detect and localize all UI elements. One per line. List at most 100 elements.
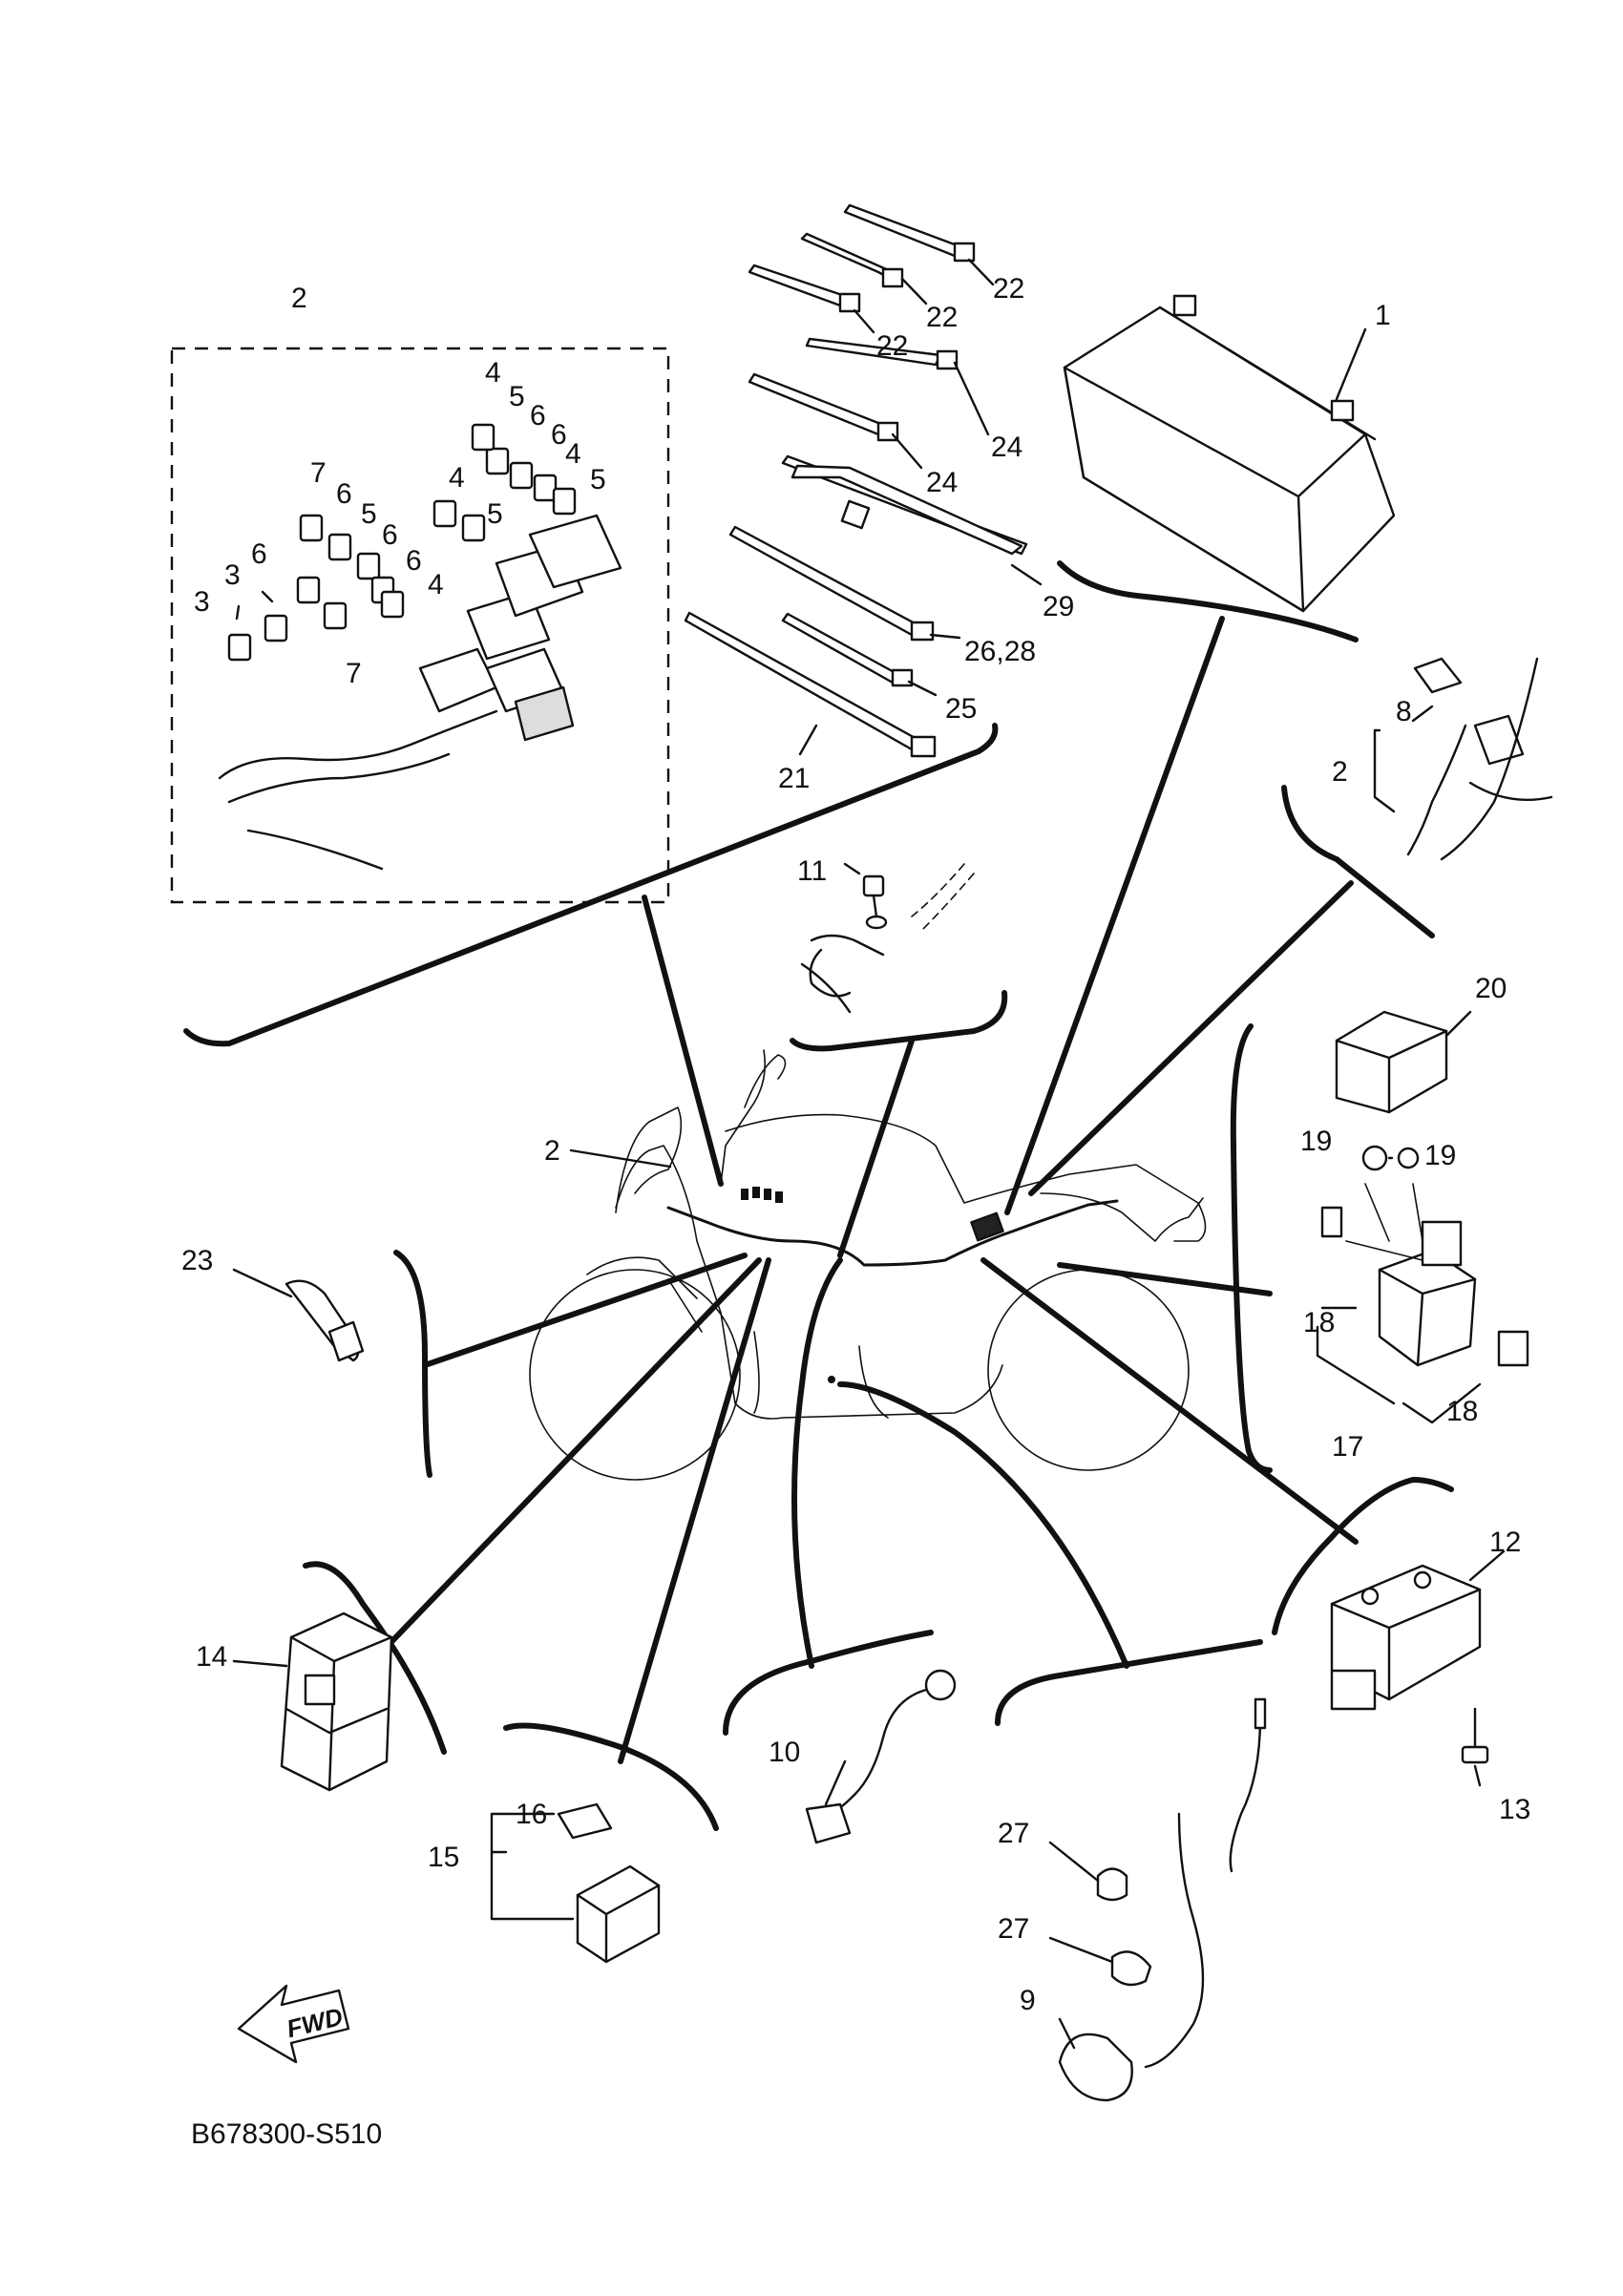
callout-labels: 1 2 2 2 3 3 4 4 4 4 5 5 5 5 6 6 6 6 6 6 … xyxy=(181,273,1530,2150)
boundary-starter xyxy=(1230,1023,1273,1473)
harness-connector xyxy=(970,1211,1004,1242)
clamp-23 xyxy=(285,1279,365,1362)
starter-relay-group xyxy=(1316,1010,1529,1424)
callout-4d: 4 xyxy=(428,569,444,600)
boundary-23 xyxy=(393,1250,432,1478)
callout-8: 8 xyxy=(1396,696,1412,727)
callout-15: 15 xyxy=(428,1842,459,1873)
wire-harness xyxy=(666,1199,1119,1267)
callout-4b: 4 xyxy=(565,438,581,470)
callout-1: 1 xyxy=(1375,300,1391,331)
fender xyxy=(586,1256,703,1333)
callout-6d: 6 xyxy=(382,519,398,551)
rear-wheel xyxy=(987,1269,1190,1471)
leader-ground xyxy=(837,1038,915,1258)
boundary-15 xyxy=(503,1722,719,1831)
callout-4c: 4 xyxy=(449,462,465,494)
clip-27b xyxy=(1110,1950,1152,1987)
clip-27a xyxy=(1096,1867,1128,1902)
callout-lines xyxy=(232,258,1506,2050)
leader-15 xyxy=(618,1257,771,1764)
boundary-battery xyxy=(1057,560,1359,642)
callout-5d: 5 xyxy=(361,498,377,530)
leader-12 xyxy=(980,1257,1359,1545)
leader-relay-kit xyxy=(642,895,724,1187)
callout-24a: 24 xyxy=(991,432,1022,463)
callout-9: 9 xyxy=(1020,1985,1036,2016)
windscreen xyxy=(720,1049,787,1185)
callout-6b: 6 xyxy=(551,419,567,451)
callout-4a: 4 xyxy=(485,357,501,389)
relay-14 xyxy=(280,1611,393,1792)
cap-16 xyxy=(557,1802,613,1840)
engine xyxy=(753,1331,889,1419)
callout-3a: 3 xyxy=(194,586,210,618)
callout-19a: 19 xyxy=(1300,1126,1332,1157)
callout-22b: 22 xyxy=(926,302,958,333)
callout-18a: 18 xyxy=(1303,1307,1335,1338)
cable-ties-group xyxy=(684,203,1028,758)
callout-16: 16 xyxy=(516,1799,547,1830)
callout-14: 14 xyxy=(196,1641,227,1673)
group-boundaries xyxy=(183,560,1454,1831)
callout-24b: 24 xyxy=(926,467,958,498)
callout-23: 23 xyxy=(181,1245,213,1276)
sensor-point xyxy=(828,1376,835,1383)
relay-kit-group xyxy=(170,347,670,904)
callout-22c: 22 xyxy=(876,330,908,362)
leader-10 xyxy=(791,1257,843,1669)
boundary-side xyxy=(1281,785,1435,938)
callout-7b: 7 xyxy=(346,658,362,689)
boundary-10 xyxy=(723,1630,934,1736)
fwd-arrow: FWD xyxy=(237,1984,350,2064)
tie-25 xyxy=(781,612,914,687)
bolt-19a xyxy=(1361,1145,1388,1171)
tie-24b xyxy=(748,372,899,442)
leader-battery xyxy=(1004,616,1225,1215)
tail xyxy=(1040,1192,1204,1242)
callout-2-main: 2 xyxy=(544,1135,560,1167)
callout-13: 13 xyxy=(1499,1794,1530,1825)
tie-21 xyxy=(684,611,937,758)
leader-side xyxy=(1028,880,1354,1196)
tie-24a xyxy=(805,337,959,370)
callout-6f: 6 xyxy=(251,538,267,570)
leader-9 xyxy=(837,1381,1129,1669)
callout-29: 29 xyxy=(1043,591,1074,622)
tie-22b xyxy=(800,232,904,288)
callout-2-side: 2 xyxy=(1332,756,1348,788)
callout-5b: 5 xyxy=(590,464,606,495)
tie-29 xyxy=(781,454,1028,556)
callout-2-kit: 2 xyxy=(291,283,307,314)
ground-bolt xyxy=(800,863,975,1014)
fuse-18a xyxy=(1320,1206,1343,1238)
frame-upper xyxy=(725,1113,1207,1242)
callout-6c: 6 xyxy=(336,478,352,510)
relay-cover-20 xyxy=(1335,1010,1448,1114)
frame-lower xyxy=(615,1145,1003,1420)
leader-23 xyxy=(422,1253,748,1368)
callout-17: 17 xyxy=(1332,1431,1363,1463)
front-wheel xyxy=(529,1269,741,1481)
callout-27a: 27 xyxy=(998,1818,1029,1849)
callout-21: 21 xyxy=(778,763,810,794)
callout-5c: 5 xyxy=(487,498,503,530)
callout-19b: 19 xyxy=(1424,1140,1456,1171)
relay-terminal xyxy=(1421,1220,1463,1267)
bolt-19b xyxy=(1397,1147,1420,1169)
relay-cluster-on-bike xyxy=(741,1187,783,1203)
callout-18b: 18 xyxy=(1446,1396,1478,1427)
fuse-holder-detail xyxy=(1406,657,1553,861)
callout-10: 10 xyxy=(769,1737,800,1768)
connector-15 xyxy=(557,1802,661,1964)
callout-3b: 3 xyxy=(224,559,241,591)
callout-25: 25 xyxy=(945,693,977,725)
kit-wires xyxy=(218,709,498,871)
bolt-13 xyxy=(1461,1707,1489,1764)
regulator-12 xyxy=(1330,1564,1482,1711)
callout-27b: 27 xyxy=(998,1913,1029,1945)
callout-5a: 5 xyxy=(509,381,525,412)
callout-22a: 22 xyxy=(993,273,1024,305)
callout-7a: 7 xyxy=(310,457,327,489)
